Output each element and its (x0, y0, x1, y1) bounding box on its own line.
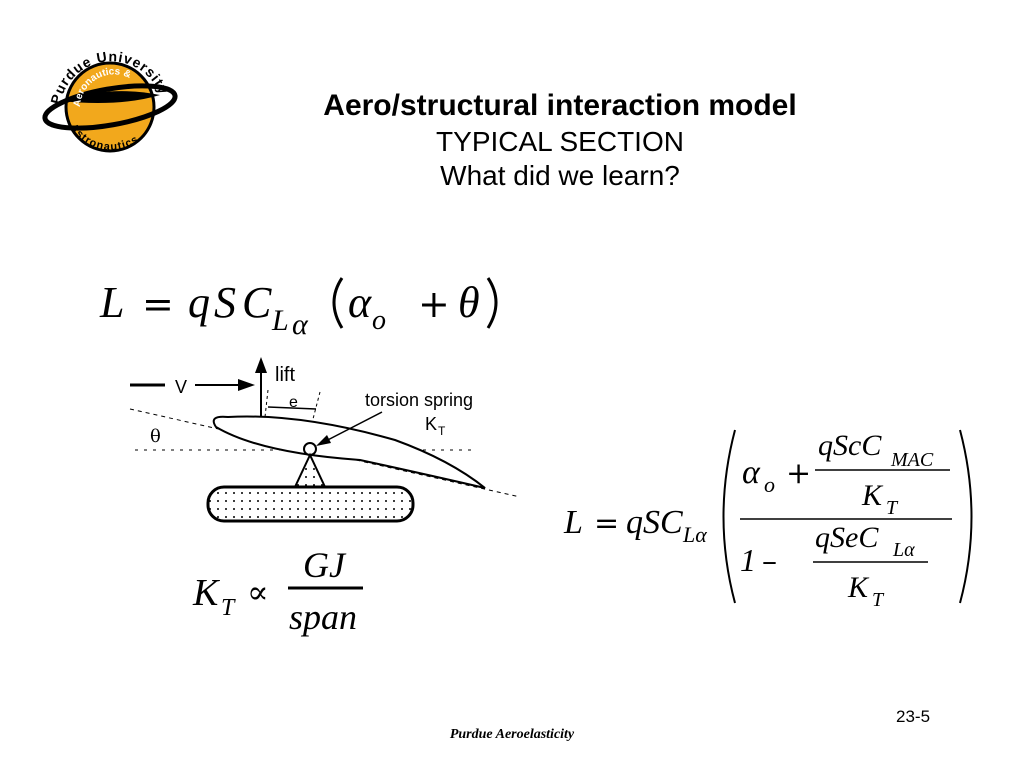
slide-subtitle-2: What did we learn? (440, 160, 680, 191)
stiffness-denominator: span (289, 597, 357, 637)
slide-title: Aero/structural interaction model (323, 89, 797, 122)
flex-eq-sub-o: o (764, 472, 775, 497)
flex-eq-equals: = (594, 506, 619, 541)
flex-eq-one: 1 (740, 542, 756, 578)
stiffness-equation: K T ∝ GJ span (192, 545, 363, 637)
flex-eq-frac1-numerator-sub: MAC (890, 449, 934, 471)
offset-guide-right (312, 391, 321, 420)
flex-eq-frac2-numerator-sub: Lα (892, 539, 915, 561)
eq-theta: θ (458, 278, 480, 327)
offset-guide-left (264, 389, 269, 418)
support-triangle (293, 452, 327, 488)
eq-equals: = (142, 282, 174, 326)
eq-sub-L: L (271, 304, 289, 337)
eq-alpha: α (348, 278, 372, 327)
slide-subtitle-1: TYPICAL SECTION (436, 126, 684, 157)
eq-q: q (188, 278, 210, 327)
flex-eq-frac1-den-K: K (861, 479, 884, 512)
offset-dimension (267, 406, 317, 410)
flex-eq-left-paren (722, 429, 736, 604)
angle-label: θ (150, 426, 161, 447)
flex-eq-plus: + (786, 456, 811, 491)
eq-sub-alpha: α (292, 308, 309, 341)
eq-sub-o: o (372, 305, 386, 336)
flex-eq-qSC: qSC (626, 504, 683, 541)
spring-symbol: K (425, 414, 437, 434)
stiffness-sub-T: T (221, 595, 236, 621)
eq-C: C (242, 278, 272, 327)
flex-eq-frac2-den-K: K (847, 571, 870, 604)
flex-eq-alpha: α (742, 454, 761, 491)
flex-eq-frac1-den-sub: T (886, 497, 899, 519)
flex-eq-right-paren (959, 429, 973, 604)
title-block: Aero/structural interaction model TYPICA… (250, 88, 870, 192)
proportional-symbol: ∝ (247, 573, 269, 611)
eq-plus: + (418, 282, 450, 326)
stiffness-K: K (192, 572, 220, 614)
flexible-lift-equation: L = qSC Lα α o + qScC MAC K T 1 – qSeC L… (563, 429, 973, 610)
flex-eq-frac2-den-sub: T (872, 589, 885, 610)
flex-eq-minus: – (762, 544, 777, 579)
lift-equation: L = q S C L α α o + θ (99, 277, 498, 341)
eq-right-paren (486, 277, 498, 329)
flex-eq-sub-La: Lα (682, 522, 707, 547)
eq-S: S (214, 278, 236, 327)
velocity-arrowhead (238, 379, 255, 391)
eq-left-paren (332, 277, 344, 329)
stiffness-numerator: GJ (303, 545, 347, 585)
flex-eq-frac1-numerator: qScC (818, 429, 882, 462)
lift-label: lift (275, 364, 295, 386)
base-support (206, 485, 415, 523)
velocity-label: V (175, 377, 187, 397)
typical-section-diagram: V lift e θ torsion spring K T (129, 357, 521, 523)
offset-label: e (289, 394, 298, 411)
spring-label: torsion spring (365, 390, 473, 410)
flex-eq-L: L (563, 504, 583, 541)
chord-line (129, 408, 521, 498)
flex-eq-frac2-numerator: qSeC (815, 521, 879, 554)
eq-L: L (99, 278, 124, 327)
lift-arrowhead (255, 357, 267, 373)
footer-text: Purdue Aeroelasticity (449, 727, 575, 742)
page-number: 23-5 (896, 707, 931, 726)
spring-pointer-head (316, 435, 331, 446)
airfoil (212, 415, 486, 489)
spring-subscript: T (438, 424, 446, 438)
purdue-aae-logo: Purdue University Aeronautics & Astronau… (42, 48, 178, 153)
